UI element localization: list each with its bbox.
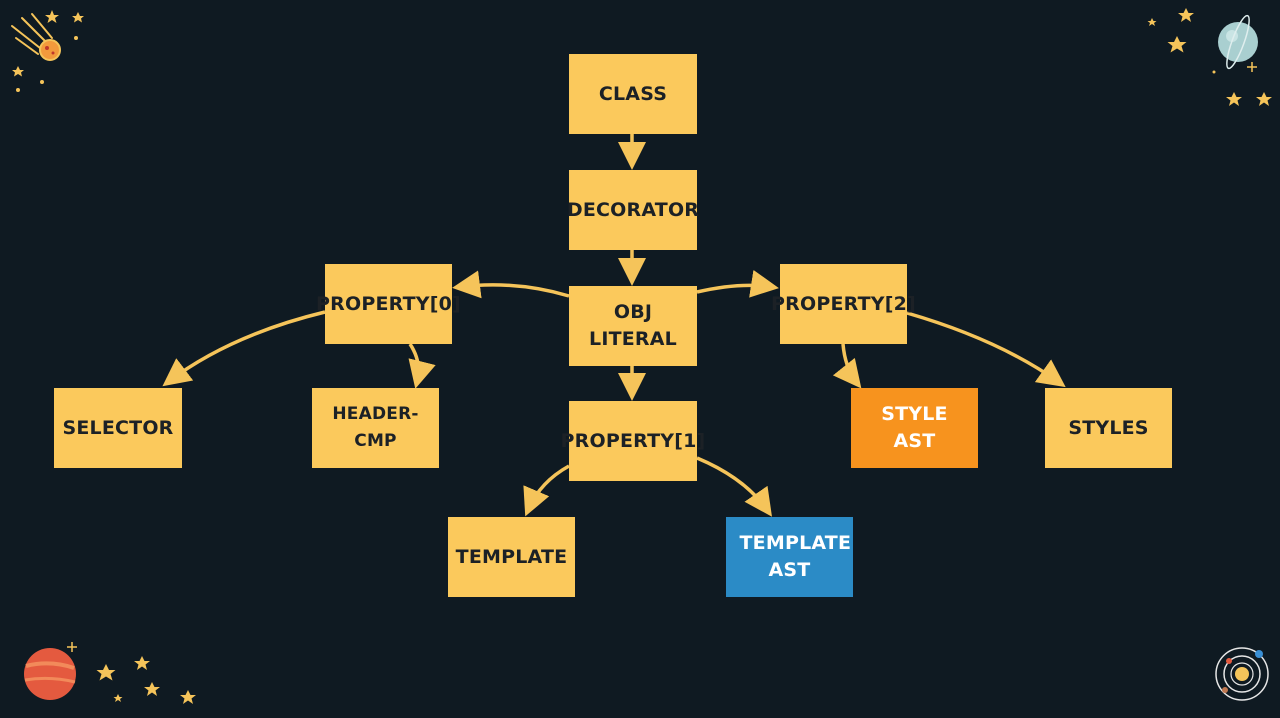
mars-planet-icon	[24, 642, 196, 704]
node-template-ast: TEMPLATE AST	[726, 517, 853, 597]
planet-icon	[1147, 8, 1272, 106]
node-property-1: PROPERTY[1]	[561, 401, 705, 481]
node-style-ast-label: STYLE AST	[881, 403, 948, 452]
node-obj-literal-label: OBJ LITERAL	[589, 301, 677, 350]
node-template: TEMPLATE	[448, 517, 575, 597]
node-selector: SELECTOR	[54, 388, 182, 468]
node-class-label: CLASS	[598, 82, 668, 105]
edge-property0-headercmp	[408, 343, 436, 389]
node-property-2: PROPERTY[2]	[771, 264, 916, 344]
node-property-0: PROPERTY[0]	[316, 264, 461, 344]
node-template-label: TEMPLATE	[455, 545, 568, 568]
node-property-1-label: PROPERTY[1]	[560, 429, 706, 452]
node-styles-label: STYLES	[1068, 416, 1149, 439]
node-class: CLASS	[569, 54, 697, 134]
edge-property2-styles	[906, 311, 1066, 388]
edge-property0-selector	[162, 310, 326, 387]
node-property-2-label: PROPERTY[2]	[771, 292, 916, 315]
edge-property2-styleast	[832, 343, 862, 389]
comet-icon	[11, 10, 84, 92]
node-obj-literal: OBJ LITERAL	[569, 286, 697, 366]
solar-system-icon	[1215, 647, 1269, 701]
node-decorator-label: DECORATOR	[566, 198, 700, 221]
edge-objliteral-property0	[452, 270, 570, 299]
edge-objliteral-property2	[696, 269, 779, 298]
edge-property1-templateast	[696, 456, 773, 517]
node-header-cmp-label: HEADER-CMP	[332, 404, 419, 451]
edge-property1-template	[523, 464, 570, 517]
node-template-ast-label: TEMPLATE AST	[739, 532, 852, 581]
node-decorator: DECORATOR	[566, 170, 700, 250]
node-styles: STYLES	[1045, 388, 1172, 468]
node-property-0-label: PROPERTY[0]	[316, 292, 461, 315]
node-header-cmp: HEADER-CMP	[312, 388, 439, 468]
node-style-ast: STYLE AST	[851, 388, 978, 468]
node-selector-label: SELECTOR	[62, 416, 174, 439]
